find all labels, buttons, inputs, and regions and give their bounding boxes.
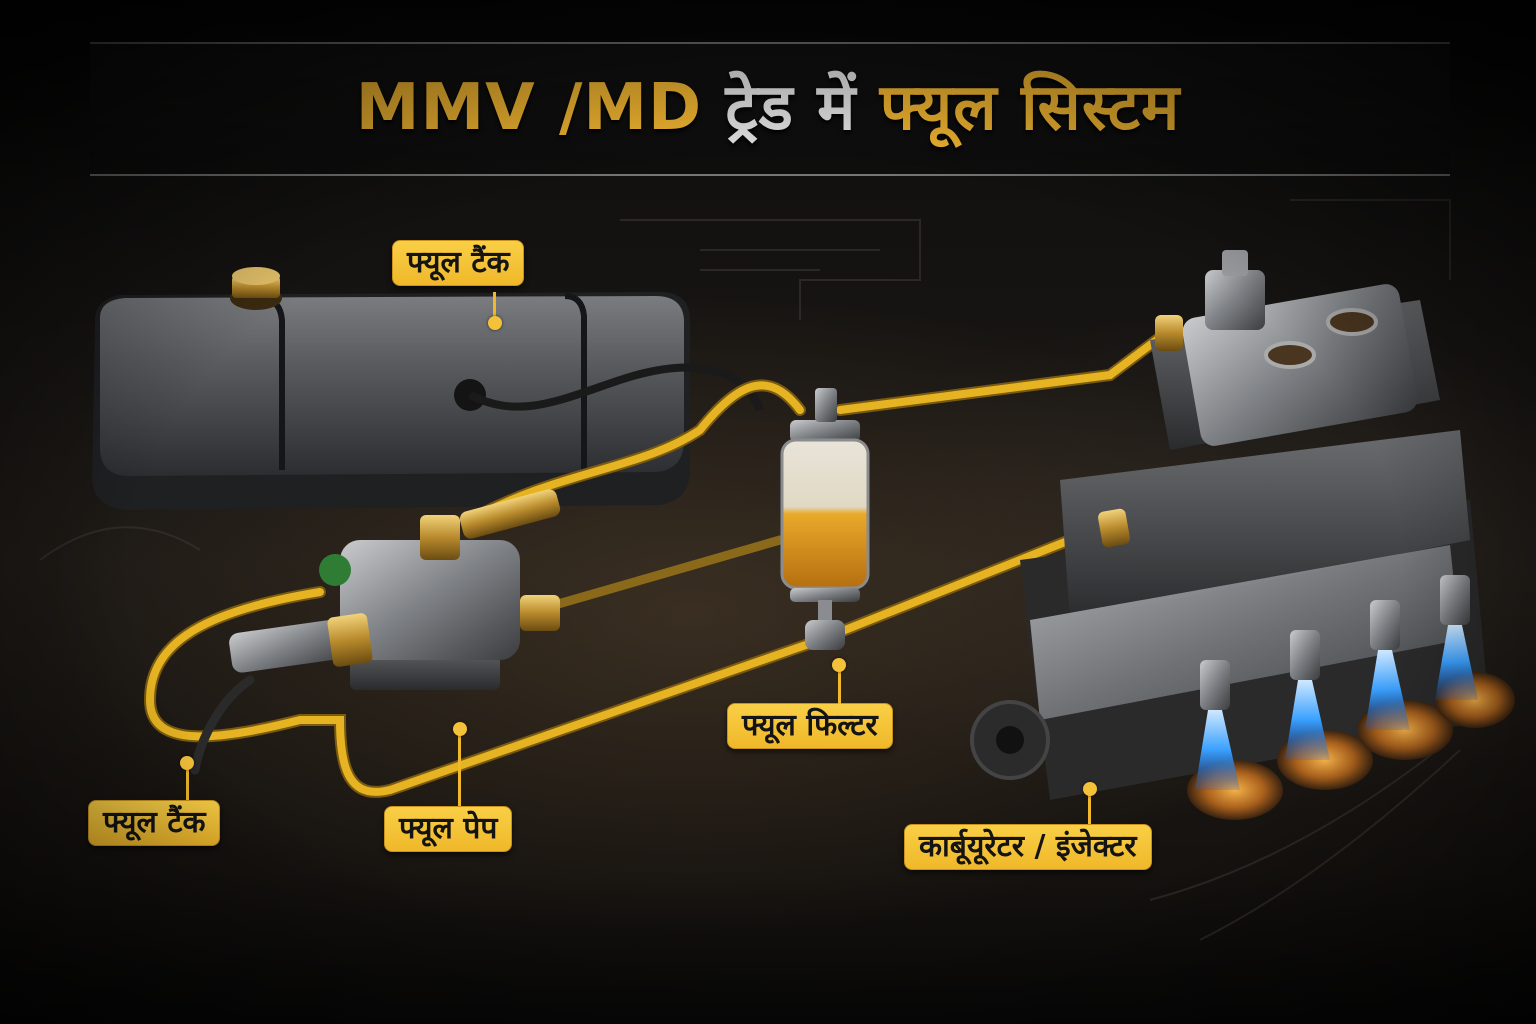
leader-dot <box>832 658 846 672</box>
label-fuel-pump: फ्यूल पेप <box>384 806 513 852</box>
leader-dot <box>488 316 502 330</box>
label-carburetor-injector: कार्बूयूरेटर / इंजेक्टर <box>904 824 1152 870</box>
label-fuel-filter: फ्यूल फिल्टर <box>727 703 893 749</box>
leader-dot <box>1083 782 1097 796</box>
leader-dot <box>180 756 194 770</box>
engine-block <box>970 430 1515 820</box>
leader-line <box>458 730 461 806</box>
leader-dot <box>453 722 467 736</box>
label-fuel-tank-bottom: फ्यूल टैंक <box>88 800 221 846</box>
fuel-pump <box>229 489 561 690</box>
fuel-tank <box>92 267 764 510</box>
leader-line <box>186 766 189 800</box>
label-fuel-tank-top: फ्यूल टैंक <box>392 240 525 286</box>
fuel-filter <box>780 388 870 650</box>
